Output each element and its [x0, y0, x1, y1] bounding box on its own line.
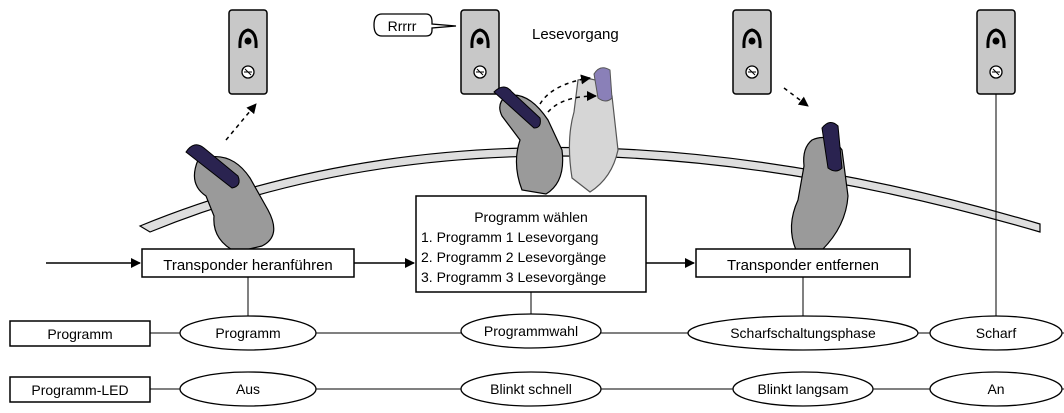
reader-device [459, 8, 501, 96]
state-program-select: Programmwahl [484, 323, 578, 339]
state-oval [460, 313, 602, 349]
state-oval [179, 315, 317, 351]
step-select-option: 3. Programm 3 Lesevorgänge [421, 269, 606, 285]
reading-label: Lesevorgang [532, 26, 619, 43]
motion-arrow [225, 103, 257, 141]
led-on: An [987, 381, 1004, 397]
state-oval [460, 371, 602, 407]
state-arming-phase: Scharfschaltungsphase [730, 325, 876, 341]
state-armed: Scharf [976, 325, 1017, 341]
motion-arrow [783, 87, 809, 107]
step-select-option: 1. Programm 1 Lesevorgang [421, 229, 598, 245]
reader-device [227, 8, 269, 96]
row-label-program: Programm [47, 326, 112, 342]
reader-device [731, 8, 773, 96]
speech-bubble: Rrrrr [373, 13, 457, 37]
step-approach-label: Transponder heranführen [163, 257, 333, 274]
step-remove-box [695, 248, 911, 278]
state-oval [929, 315, 1063, 351]
background-arc [138, 146, 1041, 233]
row-label-box [9, 320, 151, 347]
motion-arrow [539, 74, 591, 105]
step-select-title: Programm wählen [474, 209, 588, 225]
hand-with-transponder [493, 67, 619, 195]
led-off: Aus [236, 381, 260, 397]
hand-with-transponder [185, 144, 275, 253]
step-remove-label: Transponder entfernen [727, 257, 879, 274]
state-oval [687, 315, 919, 351]
led-fast-blink: Blinkt schnell [490, 381, 572, 397]
reader-device [975, 8, 1017, 96]
state-oval [929, 371, 1063, 407]
state-program: Programm [215, 325, 280, 341]
row-label-led: Programm-LED [31, 382, 128, 398]
led-slow-blink: Blinkt langsam [757, 381, 848, 397]
row-label-box [9, 376, 151, 403]
step-approach-box [141, 248, 355, 278]
state-oval [732, 371, 874, 407]
step-select-option: 2. Programm 2 Lesevorgänge [421, 249, 606, 265]
hand-with-transponder [790, 122, 849, 251]
motion-arrow [547, 91, 597, 113]
bubble-text: Rrrrr [388, 18, 417, 34]
state-oval [179, 371, 317, 407]
